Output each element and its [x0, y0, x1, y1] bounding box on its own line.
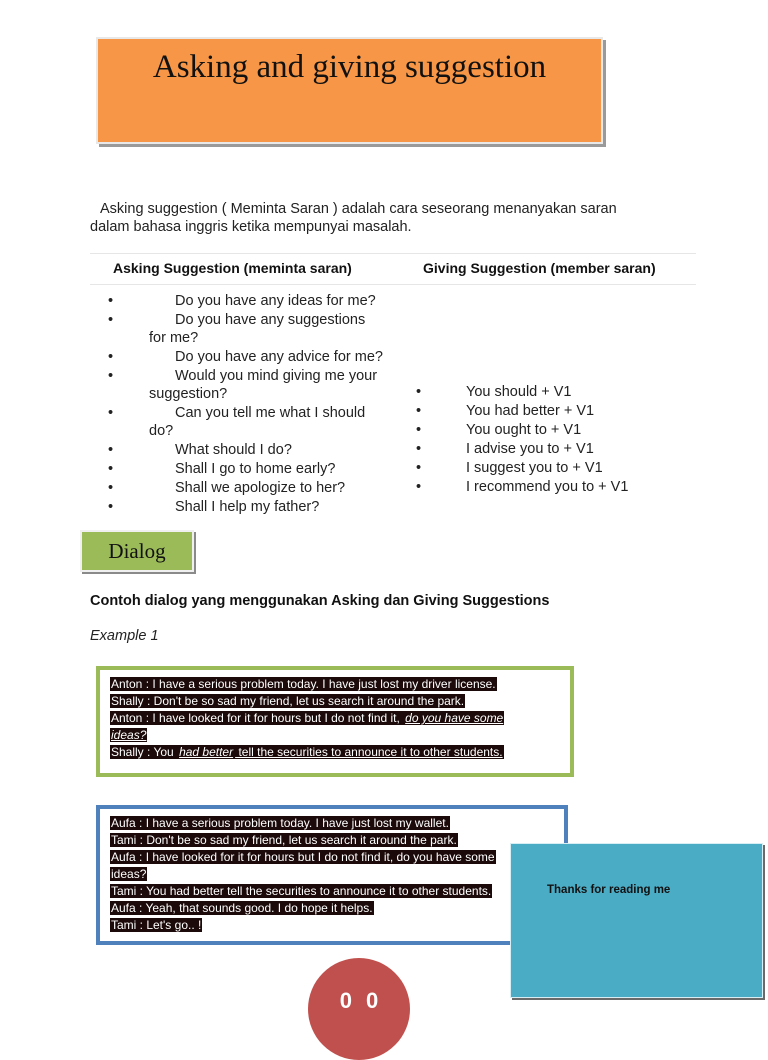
bullet: • [108, 405, 114, 421]
dialog-text: Anton : I have a serious problem today. … [110, 677, 497, 691]
dialog-text: Aufa : I have looked for it for hours bu… [110, 850, 496, 864]
dialog-line: Anton : I have a serious problem today. … [110, 676, 504, 693]
list-item: • You ought to + V1 [416, 421, 676, 439]
list-item: • Do you have any suggestions for me? [108, 311, 383, 347]
dialog-line: ideas? [110, 866, 496, 883]
dialog-line: Aufa : I have a serious problem today. I… [110, 815, 496, 832]
list-item: • You had better + V1 [416, 402, 676, 420]
bullet: • [416, 384, 422, 400]
list-item-text: Shall I go to home early? [175, 461, 336, 477]
list-item-text: You should + V1 [466, 384, 572, 400]
list-item: • Do you have any ideas for me? [108, 292, 383, 310]
section-subheading: Contoh dialog yang menggunakan Asking da… [90, 593, 550, 609]
dialog-highlight: had better [178, 745, 235, 759]
dialog-line: Shally : You had better tell the securit… [110, 744, 504, 761]
giving-column-header: Giving Suggestion (member saran) [423, 260, 656, 276]
dialog-text: Tami : Don't be so sad my friend, let us… [110, 833, 458, 847]
dialog-text: Aufa : Yeah, that sounds good. I do hope… [110, 901, 374, 915]
bullet: • [108, 349, 114, 365]
table-header-rule [90, 284, 696, 285]
list-item: • Can you tell me what I should do? [108, 404, 383, 440]
dialog-line: Shally : Don't be so sad my friend, let … [110, 693, 504, 710]
example-label: Example 1 [90, 628, 159, 644]
dialog-line: Aufa : Yeah, that sounds good. I do hope… [110, 900, 496, 917]
list-item-text: Would you mind giving me your suggestion… [149, 368, 378, 402]
list-item-text: Do you have any ideas for me? [175, 293, 376, 309]
dialog-lines: Aufa : I have a serious problem today. I… [110, 815, 496, 934]
bullet: • [108, 461, 114, 477]
bullet: • [416, 479, 422, 495]
list-item: • I advise you to + V1 [416, 440, 676, 458]
dialog-line: Tami : Don't be so sad my friend, let us… [110, 832, 496, 849]
list-item-text: I advise you to + V1 [466, 441, 594, 457]
list-item: • Shall we apologize to her? [108, 479, 383, 497]
dialog-line: Aufa : I have looked for it for hours bu… [110, 849, 496, 866]
bullet: • [108, 480, 114, 496]
dialog-text: Aufa : I have a serious problem today. I… [110, 816, 450, 830]
bullet: • [416, 422, 422, 438]
bullet: • [108, 368, 114, 384]
bullet: • [108, 442, 114, 458]
dialog-line: Tami : You had better tell the securitie… [110, 883, 496, 900]
list-item-text: Shall I help my father? [175, 499, 320, 515]
dialog-example-1: Anton : I have a serious problem today. … [96, 666, 574, 777]
dialog-text: Anton : I have looked for it for hours b… [110, 711, 405, 725]
list-item-text: Shall we apologize to her? [175, 480, 346, 496]
page-number: 00 [339, 988, 393, 1013]
thanks-text: Thanks for reading me [547, 884, 671, 896]
dialog-lines: Anton : I have a serious problem today. … [110, 676, 505, 761]
list-item: • Do you have any advice for me? [108, 348, 383, 366]
intro-paragraph: Asking suggestion ( Meminta Saran ) adal… [90, 201, 617, 235]
bullet: • [416, 460, 422, 476]
title-banner: Asking and giving suggestion [96, 37, 603, 144]
list-item: • I suggest you to + V1 [416, 459, 676, 477]
dialog-highlight: do you have some [404, 711, 505, 725]
dialog-text: Shally : You [110, 745, 179, 759]
bullet: • [416, 441, 422, 457]
dialog-line: Anton : I have looked for it for hours b… [110, 710, 505, 727]
list-item-text: Do you have any suggestions for me? [149, 312, 366, 346]
dialog-text: Shally : Don't be so sad my friend, let … [110, 694, 466, 708]
dialog-label: Dialog [108, 538, 166, 563]
dialog-text: tell the securities to announce it to ot… [234, 745, 504, 759]
dialog-line: Tami : Let's go.. ! [110, 917, 496, 934]
list-item-text: Do you have any advice for me? [175, 349, 383, 365]
bullet: • [108, 293, 114, 309]
bullet: • [416, 403, 422, 419]
dialog-section-label: Dialog [80, 530, 194, 572]
list-item-text: You ought to + V1 [466, 422, 582, 438]
giving-suggestion-list: • You should + V1 • You had better + V1 • Y… [416, 383, 676, 497]
list-item: • Shall I help my father? [108, 498, 383, 516]
list-item: • Shall I go to home early? [108, 460, 383, 478]
page-number-badge: 00 [308, 958, 410, 1060]
list-item-text: What should I do? [175, 442, 292, 458]
bullet: • [108, 499, 114, 515]
list-item-text: I recommend you to + V1 [466, 479, 629, 495]
asking-column-header: Asking Suggestion (meminta saran) [113, 260, 352, 276]
thanks-note: Thanks for reading me [510, 843, 763, 998]
list-item-text: Can you tell me what I should do? [149, 405, 366, 439]
asking-suggestion-list: • Do you have any ideas for me? • Do you h… [108, 292, 383, 517]
dialog-line: ideas? [110, 727, 504, 744]
list-item: • Would you mind giving me your suggestio… [108, 367, 383, 403]
list-item-text: I suggest you to + V1 [466, 460, 603, 476]
dialog-text: ideas? [110, 867, 148, 881]
list-item: • I recommend you to + V1 [416, 478, 676, 496]
dialog-highlight: ideas? [110, 728, 148, 742]
dialog-text: Tami : You had better tell the securitie… [110, 884, 493, 898]
table-top-rule [90, 253, 696, 254]
bullet: • [108, 312, 114, 328]
page-title: Asking and giving suggestion [152, 49, 547, 85]
list-item-text: You had better + V1 [466, 403, 595, 419]
dialog-example-2: Aufa : I have a serious problem today. I… [96, 805, 568, 945]
list-item: • What should I do? [108, 441, 383, 459]
list-item: • You should + V1 [416, 383, 676, 401]
dialog-text: Tami : Let's go.. ! [110, 918, 203, 932]
